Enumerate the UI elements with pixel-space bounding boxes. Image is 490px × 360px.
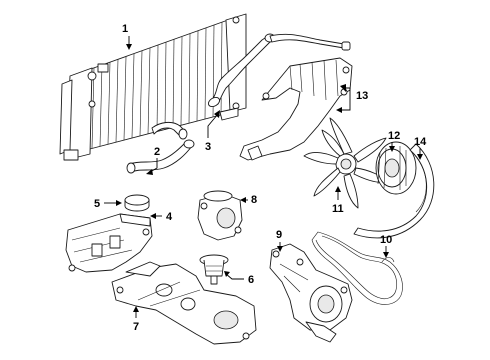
callout-13: 13 (336, 84, 368, 113)
callout-1: 1 (122, 23, 132, 50)
coolant-reservoir[interactable] (65, 213, 153, 273)
callout-9: 9 (276, 229, 283, 252)
radiator[interactable] (59, 13, 247, 161)
svg-text:6: 6 (248, 274, 254, 286)
fan-belt-shield[interactable] (353, 143, 435, 239)
svg-text:13: 13 (356, 90, 368, 102)
svg-text:7: 7 (133, 321, 139, 333)
callout-10: 10 (380, 234, 392, 258)
svg-text:5: 5 (94, 198, 100, 210)
fan-shroud[interactable] (239, 57, 353, 161)
svg-text:8: 8 (251, 194, 257, 206)
callout-12: 12 (388, 130, 400, 152)
callout-7: 7 (133, 306, 139, 333)
callout-4: 4 (150, 211, 173, 223)
svg-text:3: 3 (205, 141, 211, 153)
svg-text:10: 10 (380, 234, 392, 246)
callout-8: 8 (240, 194, 257, 206)
svg-text:14: 14 (414, 136, 427, 148)
callout-11: 11 (332, 186, 344, 215)
upper-radiator-hose[interactable] (207, 33, 351, 108)
callout-5: 5 (94, 198, 122, 210)
svg-text:4: 4 (166, 211, 173, 223)
callout-2: 2 (146, 146, 160, 175)
thermostat-housing[interactable] (197, 190, 243, 241)
coolant-crossover-manifold[interactable] (111, 261, 257, 345)
callout-6: 6 (224, 271, 254, 286)
cooling-fan[interactable] (303, 117, 389, 209)
callout-3: 3 (205, 110, 220, 153)
water-pump-gasket[interactable] (311, 231, 403, 305)
svg-text:12: 12 (388, 130, 400, 142)
bypass-hose[interactable] (151, 121, 188, 140)
svg-text:11: 11 (332, 203, 344, 215)
lower-radiator-hose[interactable] (126, 139, 195, 174)
svg-text:2: 2 (154, 146, 160, 158)
callout-14: 14 (414, 136, 427, 160)
svg-text:1: 1 (122, 23, 128, 35)
fan-clutch[interactable] (375, 141, 417, 195)
reservoir-cap[interactable] (124, 194, 150, 212)
thermostat[interactable] (199, 254, 229, 285)
svg-text:9: 9 (276, 229, 282, 241)
water-pump[interactable] (269, 243, 353, 343)
